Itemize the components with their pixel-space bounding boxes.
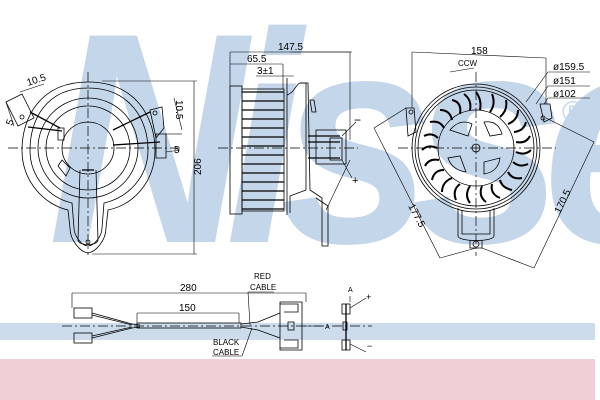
front-dim-right-small: 5 <box>174 145 180 156</box>
blue-band <box>0 323 595 340</box>
diameter-mid: ø151 <box>553 76 576 87</box>
front-dim-top-right: 10.5 <box>173 100 184 120</box>
side-terminal-plus: + <box>352 175 358 187</box>
pink-band <box>0 359 595 400</box>
side-dim-gap: 3±1 <box>257 66 274 77</box>
diameter-outer: ø159.5 <box>553 62 585 73</box>
rear-dim-width: 158 <box>471 46 488 57</box>
diameter-inner: ø102 <box>553 89 576 100</box>
side-view-drawing <box>218 51 358 247</box>
front-dim-height: 206 <box>193 158 204 175</box>
brand-watermark: Nissens <box>48 0 600 306</box>
fan-blades <box>421 91 532 204</box>
harness-dim-total-length: 280 <box>180 283 197 294</box>
harness-dim-sheath-length: 150 <box>179 303 196 314</box>
harness-drawing <box>62 291 372 357</box>
side-terminal-minus: − <box>354 113 361 127</box>
registered-mark: ® <box>562 96 585 129</box>
section-label: A <box>325 324 330 331</box>
red-cable-label-line1: RED <box>254 272 271 281</box>
rear-view-drawing <box>373 51 595 269</box>
harness-terminal-plus: + <box>366 292 371 302</box>
red-cable-label-line2: CABLE <box>250 283 276 292</box>
front-view-drawing <box>5 72 197 255</box>
section-label-top: A <box>348 287 353 294</box>
side-dim-total-width: 147.5 <box>278 42 303 53</box>
black-cable-label-line2: CABLE <box>213 348 239 357</box>
harness-terminal-minus: − <box>367 341 372 351</box>
rotation-direction-label: CCW <box>458 59 478 68</box>
side-dim-fan-width: 65.5 <box>247 54 267 65</box>
front-dim-left-small: 5 <box>4 118 16 127</box>
rear-dim-diag-left: 177.5 <box>405 202 427 230</box>
rear-dim-diag-right: 170.5 <box>553 188 574 216</box>
black-cable-label-line1: BLACK <box>213 338 240 347</box>
